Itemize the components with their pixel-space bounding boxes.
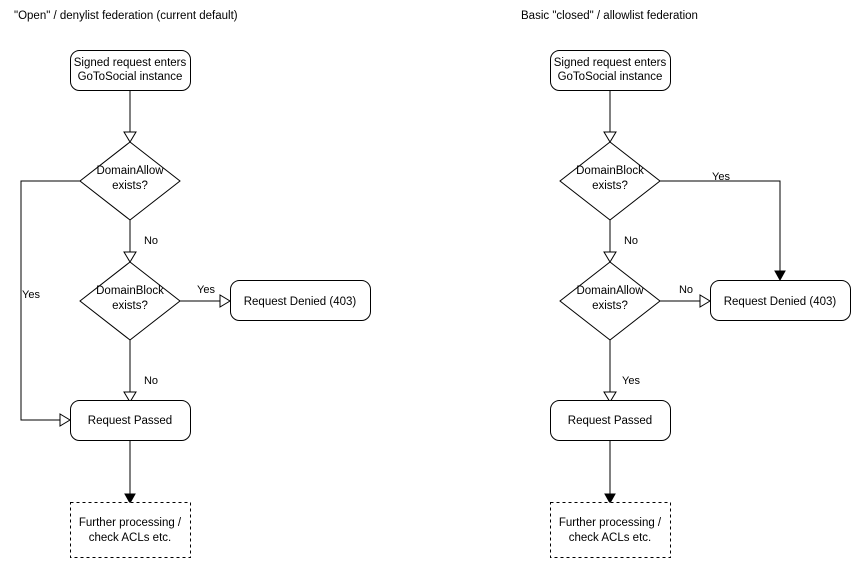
node-decision-domainallow-right-label-line1: DomainAllow <box>576 285 644 297</box>
arrowhead-open-icon <box>123 251 137 263</box>
node-decision-domainblock-right-label-line2: exists? <box>592 180 628 192</box>
node-further-processing-left-label-line1: Further processing / <box>79 517 182 529</box>
edge-decision1-no-right: No <box>603 220 638 263</box>
node-decision-domainallow-left-label-line2: exists? <box>112 180 148 192</box>
panel-title-open-denylist: "Open" / denylist federation (current de… <box>14 10 238 22</box>
node-decision-domainblock-right: DomainBlock exists? <box>559 141 661 221</box>
panel-closed-allowlist: Basic "closed" / allowlist federation Si… <box>521 10 851 558</box>
node-decision-domainblock-left-label-line1: DomainBlock <box>96 285 164 297</box>
edge-label-decision1-yes-left: Yes <box>22 289 40 301</box>
edge-label-decision2-no-left: No <box>144 375 158 387</box>
node-further-processing-left: Further processing / check ACLs etc. <box>70 502 191 558</box>
arrowhead-open-icon <box>603 251 617 263</box>
edge-decision1-no-left: No <box>123 220 158 263</box>
node-start-left-label-line1: Signed request enters <box>74 57 187 69</box>
arrowhead-open-icon <box>59 413 71 427</box>
edge-label-decision2-yes-right: Yes <box>622 375 640 387</box>
node-request-denied-right-label: Request Denied (403) <box>724 296 837 308</box>
node-decision-domainblock-left-label-line2: exists? <box>112 300 148 312</box>
node-request-passed-right: Request Passed <box>550 400 671 441</box>
node-further-processing-right-label-line2: check ACLs etc. <box>569 532 651 544</box>
edge-passed-to-further-right <box>604 440 616 505</box>
node-request-denied-left-label: Request Denied (403) <box>244 296 357 308</box>
panel-title-closed-allowlist: Basic "closed" / allowlist federation <box>521 10 698 22</box>
node-request-denied-right: Request Denied (403) <box>710 280 851 321</box>
arrowhead-solid-icon <box>604 493 616 505</box>
edge-decision1-yes-right: Yes <box>660 171 786 282</box>
arrowhead-solid-icon <box>124 493 136 505</box>
node-further-processing-right-shape <box>550 502 671 558</box>
arrowhead-open-icon <box>219 294 231 308</box>
arrowhead-open-icon <box>123 391 137 403</box>
node-decision-domainallow-right-label-line2: exists? <box>592 300 628 312</box>
node-start-right-label-line1: Signed request enters <box>554 57 667 69</box>
node-request-passed-left-label: Request Passed <box>88 415 172 427</box>
node-further-processing-right: Further processing / check ACLs etc. <box>550 502 671 558</box>
node-further-processing-left-label-line2: check ACLs etc. <box>89 532 171 544</box>
node-start-left-label-line2: GoToSocial instance <box>78 71 183 83</box>
edge-decision1-yes-left: Yes <box>20 180 80 427</box>
node-start-right: Signed request enters GoToSocial instanc… <box>550 50 671 91</box>
arrowhead-open-icon <box>603 391 617 403</box>
arrowhead-open-icon <box>603 131 617 143</box>
arrowhead-solid-icon <box>774 270 786 282</box>
node-decision-domainblock-right-label-line1: DomainBlock <box>576 165 644 177</box>
node-decision-domainblock-left: DomainBlock exists? <box>79 261 181 341</box>
edge-decision2-yes-right: Yes <box>603 340 640 403</box>
arrowhead-open-icon <box>699 294 711 308</box>
edge-decision2-no-left: No <box>123 340 158 403</box>
node-decision-domainallow-left-label-line1: DomainAllow <box>96 165 164 177</box>
node-decision-domainallow-left: DomainAllow exists? <box>79 141 181 221</box>
node-request-passed-left: Request Passed <box>70 400 191 441</box>
node-request-denied-left-shape <box>230 280 371 321</box>
node-request-passed-right-label: Request Passed <box>568 415 652 427</box>
edge-start-to-decision1-left <box>123 90 137 143</box>
arrowhead-open-icon <box>123 131 137 143</box>
edge-label-decision1-no-right: No <box>624 235 638 247</box>
node-request-denied-left: Request Denied (403) <box>230 280 371 321</box>
node-further-processing-left-shape <box>70 502 191 558</box>
edge-decision2-no-right: No <box>660 284 711 308</box>
node-further-processing-right-label-line1: Further processing / <box>559 517 662 529</box>
edge-start-to-decision1-right <box>603 90 617 143</box>
node-start-right-label-line2: GoToSocial instance <box>558 71 663 83</box>
edge-label-decision1-yes-right: Yes <box>712 171 730 183</box>
edge-label-decision2-yes-left: Yes <box>197 284 215 296</box>
edge-passed-to-further-left <box>124 440 136 505</box>
edge-label-decision2-no-right: No <box>679 284 693 296</box>
node-start-left: Signed request enters GoToSocial instanc… <box>70 50 191 91</box>
panel-open-denylist: "Open" / denylist federation (current de… <box>14 10 371 558</box>
node-decision-domainallow-right: DomainAllow exists? <box>559 261 661 341</box>
edge-decision2-yes-left: Yes <box>180 284 231 308</box>
edge-label-decision1-no-left: No <box>144 235 158 247</box>
